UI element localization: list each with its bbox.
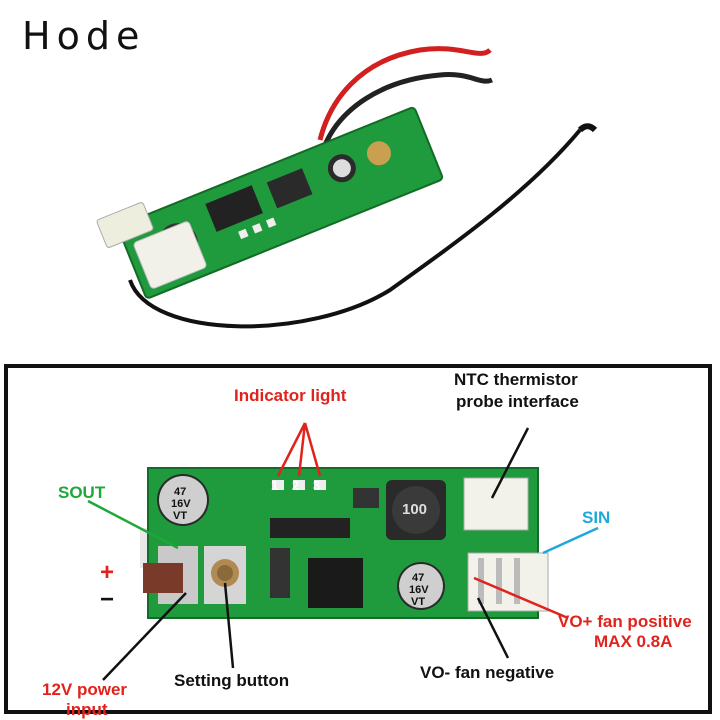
power-input-label-line2: input <box>66 700 108 719</box>
vo-plus-label-line1: VO+ fan positive <box>558 612 692 631</box>
power-input-label-line1: 12V power <box>42 680 128 699</box>
inductor-text: 100 <box>402 501 428 518</box>
plus-label: + <box>100 559 115 586</box>
white-connector-photo <box>133 221 207 289</box>
led-number-1: 1 <box>271 478 279 493</box>
led-number-3: 3 <box>313 478 321 493</box>
capacitor-left-text-3: VT <box>173 510 188 522</box>
sout-label: SOUT <box>58 483 106 502</box>
capacitor-left-text-1: 47 <box>174 486 187 498</box>
product-photo <box>96 46 598 329</box>
brand-logo: Hode <box>22 14 146 58</box>
ntc-connector <box>463 477 529 531</box>
ntc-thermistor-label-line2: probe interface <box>456 392 579 411</box>
setting-button-label: Setting button <box>174 671 290 690</box>
vo-plus-label-line2: MAX 0.8A <box>594 632 673 651</box>
capacitor-right-text-2: 16V <box>409 584 429 596</box>
capacitor-left-text-2: 16V <box>171 498 191 510</box>
capacitor-right-text-3: VT <box>411 596 426 608</box>
minus-label: − <box>100 586 115 613</box>
vo-minus-label: VO- fan negative <box>420 663 555 682</box>
annotated-diagram: Indicator light NTC thermistor probe int… <box>4 364 712 719</box>
thermistor-wire <box>128 128 582 329</box>
led-number-2: 2 <box>292 478 300 493</box>
ntc-thermistor-label-line1: NTC thermistor <box>454 370 578 389</box>
black-wire <box>322 72 493 146</box>
diagram-drawing <box>87 422 599 681</box>
capacitor-right-text-1: 47 <box>412 572 425 584</box>
sin-label: SIN <box>582 508 611 527</box>
red-wire <box>317 46 492 141</box>
indicator-light-label: Indicator light <box>234 386 347 405</box>
